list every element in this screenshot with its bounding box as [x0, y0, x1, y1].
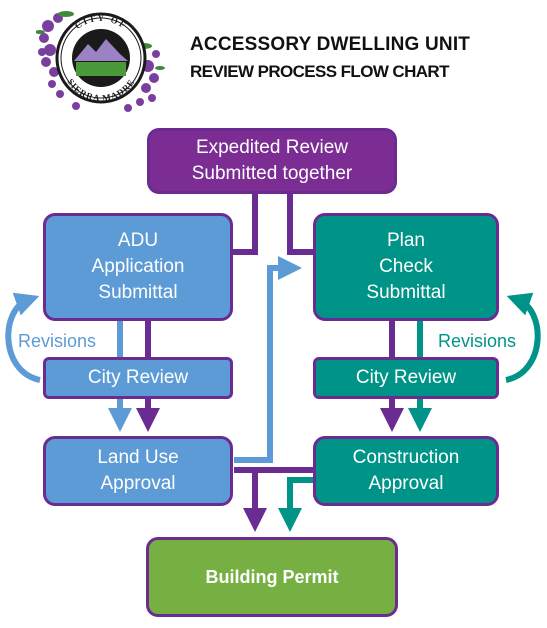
- arrow-construction-to-permit: [278, 477, 314, 532]
- revisions-loop-left: [5, 292, 41, 383]
- wisteria-flowers-decoration: [38, 13, 160, 112]
- arrow-land-use-to-plan: [234, 256, 302, 463]
- city-seal-logo: CITY OF SIERRA MADRE: [36, 11, 165, 112]
- construction-approval-box: Construction Approval: [313, 436, 499, 506]
- building-permit-box: Building Permit: [146, 537, 398, 617]
- adu-application-label: ADU Application Submittal: [91, 230, 185, 303]
- expedited-review-label: Expedited Review Submitted together: [191, 137, 353, 184]
- building-permit-label: Building Permit: [205, 567, 339, 587]
- plan-check-label: Plan Check Submittal: [366, 230, 446, 303]
- revisions-left-label: Revisions: [18, 331, 97, 351]
- construction-approval-label: Construction Approval: [352, 447, 460, 494]
- expedited-review-box: Expedited Review Submitted together: [147, 128, 397, 194]
- land-use-approval-label: Land Use Approval: [97, 447, 179, 494]
- land-use-approval-box: Land Use Approval: [43, 436, 233, 506]
- adu-application-box: ADU Application Submittal: [43, 213, 233, 321]
- plan-check-box: Plan Check Submittal: [313, 213, 499, 321]
- city-review-left-box: City Review: [43, 357, 233, 399]
- connector-expedited-to-adu: [232, 192, 258, 255]
- revisions-right-label: Revisions: [438, 331, 517, 351]
- city-review-right-box: City Review: [313, 357, 499, 399]
- page-title: ACCESSORY DWELLING UNIT: [190, 34, 471, 55]
- city-review-right-label: City Review: [355, 367, 457, 388]
- page-subtitle: REVIEW PROCESS FLOW CHART: [190, 62, 450, 81]
- revisions-loop-right: [505, 292, 541, 383]
- connector-expedited-to-plan: [287, 192, 314, 255]
- city-review-left-label: City Review: [87, 367, 189, 388]
